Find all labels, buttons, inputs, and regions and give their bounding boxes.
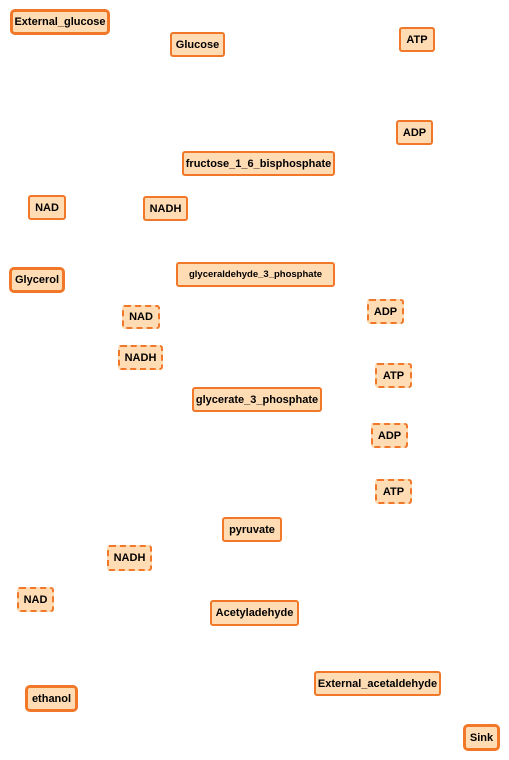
node-atp[interactable]: ATP [375,363,412,388]
node-nadh[interactable]: NADH [118,345,163,370]
node-atp[interactable]: ATP [399,27,435,52]
node-external-acetaldehyde[interactable]: External_acetaldehyde [314,671,441,696]
node-atp[interactable]: ATP [375,479,412,504]
node-acetyladehyde[interactable]: Acetyladehyde [210,600,299,626]
node-nadh[interactable]: NADH [143,196,188,221]
node-adp[interactable]: ADP [371,423,408,448]
node-adp[interactable]: ADP [367,299,404,324]
node-nad[interactable]: NAD [17,587,54,612]
node-adp[interactable]: ADP [396,120,433,145]
node-external-glucose[interactable]: External_glucose [10,9,110,35]
node-fructose-1-6-bisphosphate[interactable]: fructose_1_6_bisphosphate [182,151,335,176]
node-pyruvate[interactable]: pyruvate [222,517,282,542]
node-ethanol[interactable]: ethanol [25,685,78,712]
node-nad[interactable]: NAD [28,195,66,220]
node-nad[interactable]: NAD [122,305,160,329]
node-sink[interactable]: Sink [463,724,500,751]
node-nadh[interactable]: NADH [107,545,152,571]
node-glycerate-3-phosphate[interactable]: glycerate_3_phosphate [192,387,322,412]
node-glyceraldehyde-3-phosphate[interactable]: glyceraldehyde_3_phosphate [176,262,335,287]
node-glycerol[interactable]: Glycerol [9,267,65,293]
node-glucose[interactable]: Glucose [170,32,225,57]
